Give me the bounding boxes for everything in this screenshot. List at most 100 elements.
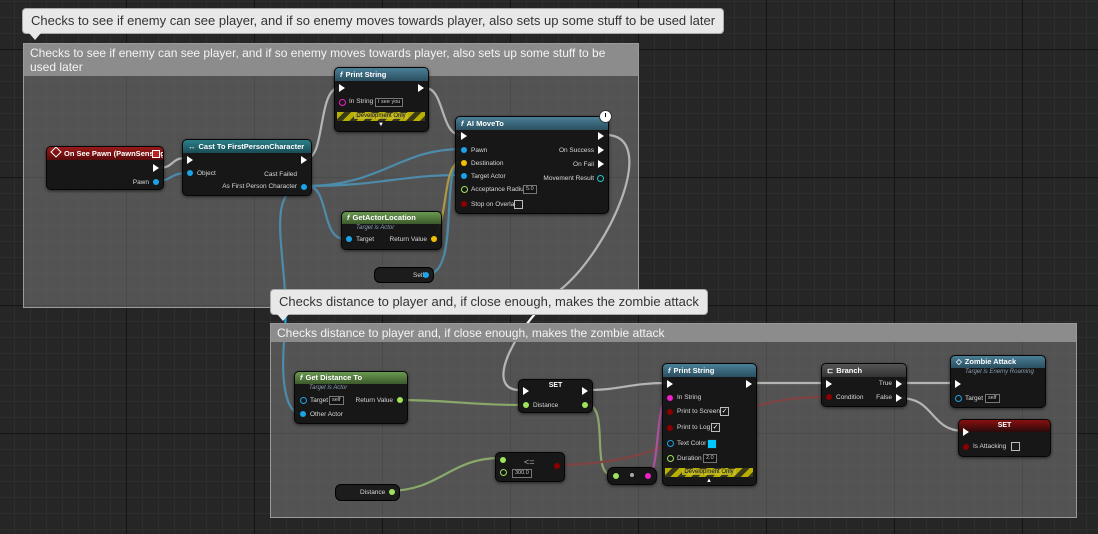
return-value-pin[interactable] (431, 236, 437, 242)
is-attacking-pin[interactable] (963, 444, 969, 450)
pin-label: Duration (677, 455, 702, 462)
function-icon: f (340, 70, 343, 79)
conversion-node[interactable] (607, 467, 657, 485)
exec-out-pin[interactable] (582, 387, 588, 395)
print-screen-checkbox[interactable]: ✓ (720, 407, 729, 416)
other-actor-in-pin[interactable] (300, 411, 306, 417)
acceptance-radius-field[interactable]: 5.0 (523, 185, 537, 194)
a-in-pin[interactable] (500, 457, 506, 463)
object-in-pin[interactable] (187, 170, 193, 176)
exec-in-pin[interactable] (963, 428, 969, 436)
pin-label: Return Value (355, 397, 393, 404)
self-reference-node[interactable]: Self (374, 267, 434, 283)
target-self-field[interactable]: self (985, 394, 1000, 403)
condition-pin[interactable] (826, 394, 832, 400)
pawn-in-pin[interactable] (461, 147, 467, 153)
pin-label: In String (677, 394, 702, 401)
node-subtitle: Target is Actor (356, 225, 395, 231)
stop-on-overlap-pin[interactable] (461, 201, 467, 207)
bool-out-pin[interactable] (554, 463, 560, 469)
set-is-attacking-node[interactable]: SET Is Attacking (958, 419, 1051, 457)
distance-out-pin[interactable] (582, 402, 588, 408)
duration-field[interactable]: 2.0 (703, 454, 717, 463)
pin-label: Print to Screen (677, 408, 720, 415)
exec-in-pin[interactable] (955, 380, 961, 388)
cast-node[interactable]: ↔Cast To FirstPersonCharacter Object Cas… (182, 139, 312, 196)
distance-in-pin[interactable] (523, 402, 529, 408)
set-distance-node[interactable]: SET Distance (518, 379, 593, 413)
text-color-swatch[interactable] (707, 439, 717, 449)
distance-out-pin[interactable] (389, 489, 395, 495)
comment-bubble-bottom[interactable]: Checks distance to player and, if close … (270, 289, 708, 321)
exec-in-pin[interactable] (339, 84, 345, 92)
is-attacking-checkbox[interactable] (1011, 442, 1020, 451)
comment-bubble-top[interactable]: Checks to see if enemy can see player, a… (22, 8, 725, 40)
on-fail-pin[interactable] (598, 160, 604, 168)
target-in-pin[interactable] (300, 397, 307, 404)
exec-out-pin[interactable] (1035, 380, 1041, 388)
pin-label: Text Color (677, 440, 707, 447)
exec-in-pin[interactable] (523, 387, 529, 395)
chevron-down-icon[interactable]: ▼ (378, 122, 384, 128)
fpc-out-pin[interactable] (301, 184, 307, 190)
on-see-pawn-node[interactable]: On See Pawn (PawnSensing) Pawn (46, 146, 164, 190)
stop-on-overlap-checkbox[interactable] (514, 200, 523, 209)
true-exec-pin[interactable] (896, 380, 902, 388)
exec-in-pin[interactable] (187, 156, 193, 164)
node-subtitle: Target is Enemy Roaming (965, 369, 1034, 375)
exec-out-pin[interactable] (746, 380, 752, 388)
pin-label: As First Person Character (222, 183, 297, 190)
exec-out-hollow-pin[interactable] (301, 169, 307, 177)
compare-value-field[interactable]: 300.0 (512, 469, 532, 478)
exec-out-pin[interactable] (418, 84, 424, 92)
exec-in-pin[interactable] (667, 380, 673, 388)
false-exec-pin[interactable] (896, 394, 902, 402)
return-value-pin[interactable] (397, 397, 403, 403)
distance-getter-node[interactable]: Distance (335, 484, 400, 501)
target-in-pin[interactable] (346, 236, 352, 242)
pin-label: Pawn (132, 179, 149, 186)
function-icon: ◇ (956, 357, 962, 366)
text-color-pin[interactable] (667, 440, 674, 447)
branch-icon: ⊏ (827, 366, 834, 375)
pin-label: Pawn (471, 147, 488, 154)
exec-out-pin[interactable] (301, 156, 307, 164)
exec-in-pin[interactable] (826, 380, 832, 388)
on-success-pin[interactable] (598, 146, 604, 154)
destination-in-pin[interactable] (461, 160, 467, 166)
in-string-field[interactable]: I see you (375, 98, 404, 107)
pawn-out-pin[interactable] (153, 179, 159, 185)
zombie-attack-node[interactable]: ◇Zombie Attack Target is Enemy Roaming T… (950, 355, 1046, 408)
print-log-pin[interactable] (667, 425, 673, 431)
duration-pin[interactable] (667, 455, 674, 462)
delegate-pin[interactable] (152, 150, 160, 158)
float-in-pin[interactable] (613, 473, 619, 479)
self-out-pin[interactable] (423, 272, 429, 278)
print-log-checkbox[interactable]: ✓ (711, 423, 720, 432)
pin-label: Acceptance Radius (471, 186, 528, 193)
target-actor-in-pin[interactable] (461, 173, 467, 179)
compare-node[interactable]: <= 300.0 (495, 452, 565, 482)
node-title: Cast To FirstPersonCharacter (198, 142, 305, 151)
string-in-pin[interactable] (667, 395, 673, 401)
print-screen-pin[interactable] (667, 409, 673, 415)
target-in-pin[interactable] (955, 395, 962, 402)
b-in-pin[interactable] (500, 469, 507, 476)
exec-in-pin[interactable] (461, 132, 467, 140)
movement-result-pin[interactable] (597, 175, 604, 182)
chevron-up-icon[interactable]: ▲ (706, 478, 712, 484)
exec-out-pin[interactable] (1040, 428, 1046, 436)
target-self-field[interactable]: self (329, 396, 344, 405)
pin-label: Target (356, 236, 375, 243)
acceptance-radius-pin[interactable] (461, 186, 468, 193)
exec-out-pin[interactable] (153, 164, 159, 172)
branch-node[interactable]: ⊏Branch True Condition False (821, 363, 907, 407)
exec-out-pin[interactable] (598, 132, 604, 140)
string-in-pin[interactable] (339, 99, 346, 106)
string-out-pin[interactable] (645, 473, 651, 479)
